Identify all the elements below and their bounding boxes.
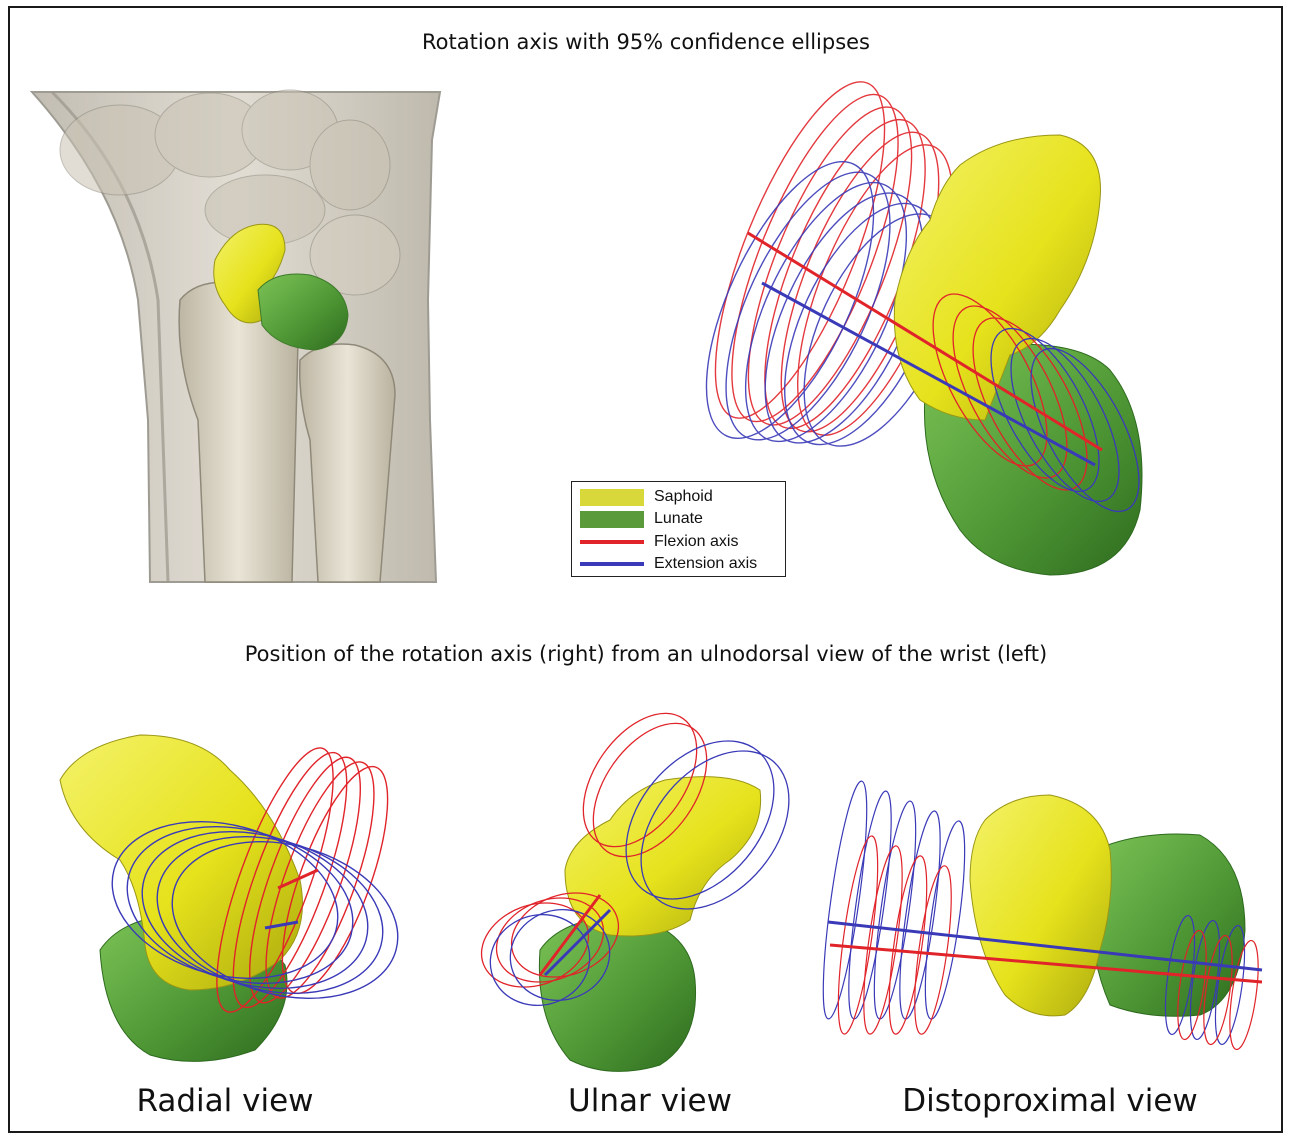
ulnar-view-render — [470, 693, 819, 1072]
lunate-ulnar — [539, 915, 695, 1071]
distoproximal-view-render — [814, 779, 1263, 1051]
legend-item-lunate: Lunate — [580, 509, 703, 529]
scaphoid-ulnar — [565, 777, 761, 936]
panel-label-radial: Radial view — [95, 1083, 355, 1119]
legend-swatch-scaphoid — [580, 489, 644, 506]
legend-swatch-extension — [580, 562, 644, 566]
wrist-render — [32, 90, 440, 582]
legend: Saphoid Lunate Flexion axis Extension ax… — [571, 481, 786, 577]
legend-label: Saphoid — [654, 488, 713, 506]
scaphoid-distoproximal — [970, 795, 1111, 1016]
panel-label-distoproximal: Distoproximal view — [860, 1083, 1240, 1119]
legend-label: Extension axis — [654, 555, 757, 573]
legend-item-flexion-axis: Flexion axis — [580, 532, 738, 552]
radial-view-render — [60, 735, 415, 1061]
legend-label: Lunate — [654, 510, 703, 528]
legend-item-scaphoid: Saphoid — [580, 487, 713, 507]
legend-item-extension-axis: Extension axis — [580, 554, 757, 574]
legend-swatch-lunate — [580, 511, 644, 528]
legend-label: Flexion axis — [654, 533, 738, 551]
lunate-distoproximal — [1090, 834, 1245, 1016]
panel-label-ulnar: Ulnar view — [520, 1083, 780, 1119]
legend-swatch-flexion — [580, 540, 644, 544]
